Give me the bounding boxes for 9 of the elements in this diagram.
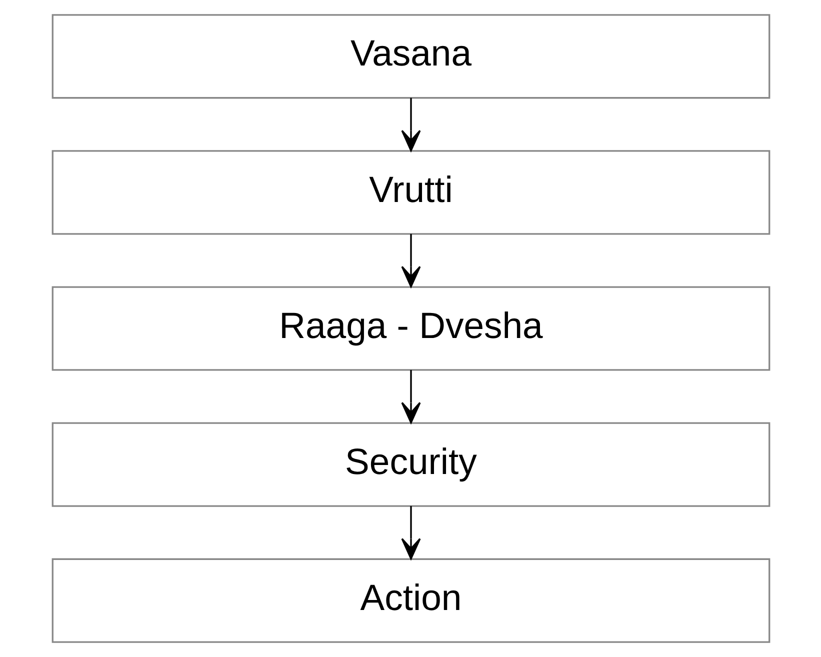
node-box: Security (51, 422, 770, 507)
node-box: Vasana (51, 14, 770, 99)
node-box: Vrutti (51, 150, 770, 235)
arrow (400, 98, 420, 152)
node-box: Raaga - Dvesha (51, 286, 770, 371)
arrow (400, 234, 420, 288)
node-box: Action (51, 558, 770, 643)
arrow (400, 370, 420, 424)
arrow (400, 506, 420, 560)
